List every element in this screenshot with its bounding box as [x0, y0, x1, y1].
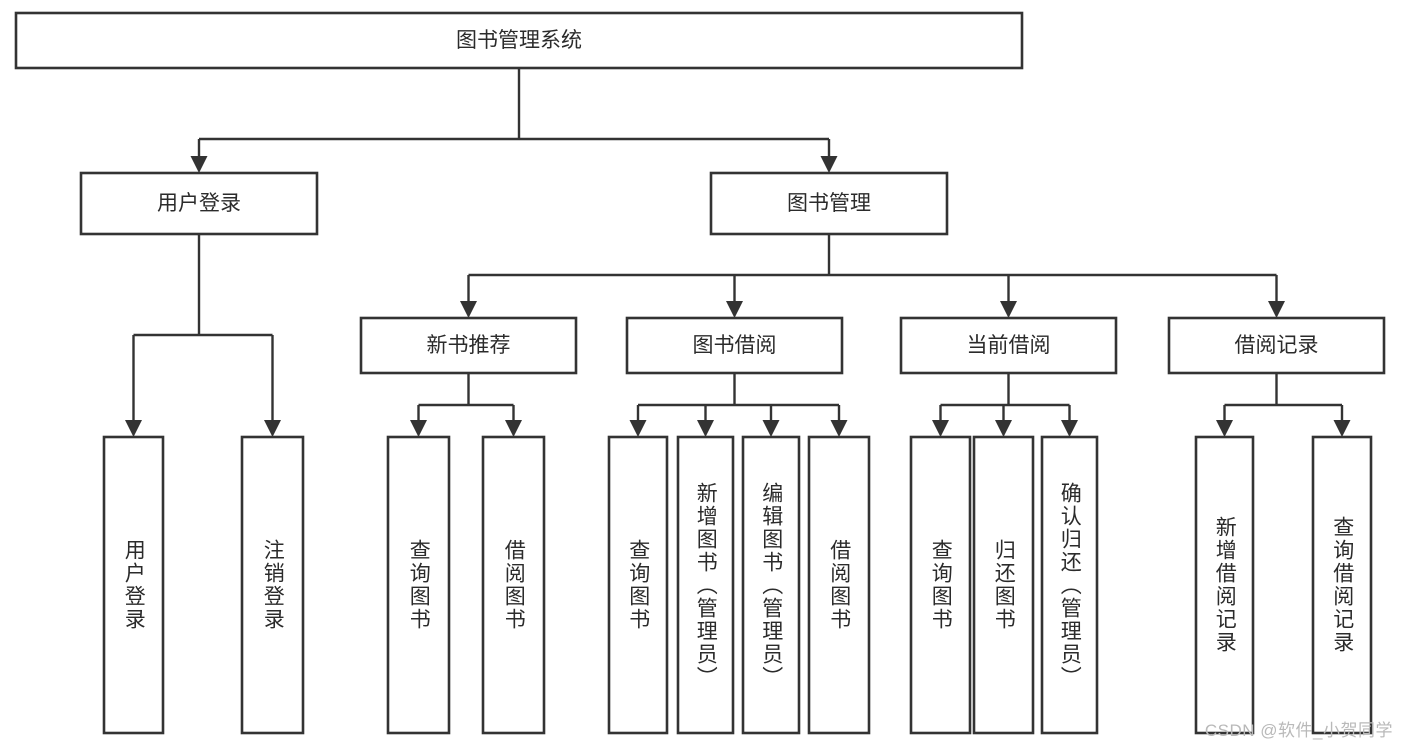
level3-1-to-leaves-arrow-icon-3 — [830, 420, 848, 437]
node-label-leaf-0: 用户登录 — [122, 539, 146, 631]
books-to-level3-arrow-icon-0 — [460, 301, 477, 318]
node-box-leaf-9[interactable] — [972, 435, 1035, 735]
node-label-level2-0: 用户登录 — [157, 192, 241, 215]
login-to-leaves-arrow-icon-1 — [264, 420, 281, 437]
node-box-level2-1[interactable] — [709, 171, 949, 236]
books-to-level3-arrow-icon-1 — [726, 301, 743, 318]
level3-1-to-leaves-arrow-icon-0 — [629, 420, 647, 437]
node-box-leaf-8[interactable] — [909, 435, 972, 735]
node-box-leaf-7[interactable] — [807, 435, 871, 735]
node-label-level3-1: 图书借阅 — [693, 334, 777, 357]
node-box-leaf-6[interactable] — [741, 435, 801, 735]
node-box-leaf-12[interactable] — [1311, 435, 1373, 735]
node-label-level2-1: 图书管理 — [787, 192, 871, 215]
node-box-leaf-0[interactable] — [102, 435, 165, 735]
node-box-leaf-5[interactable] — [676, 435, 735, 735]
node-label-leaf-3: 借阅图书 — [502, 539, 526, 631]
node-box-leaf-4[interactable] — [607, 435, 669, 735]
books-to-level3-arrow-icon-3 — [1268, 301, 1285, 318]
level3-3-to-leaves-arrow-icon-1 — [1333, 420, 1351, 437]
node-box-leaf-3[interactable] — [481, 435, 546, 735]
node-box-leaf-10[interactable] — [1040, 435, 1099, 735]
level3-0-to-leaves-arrow-icon-1 — [505, 420, 522, 437]
node-label-leaf-1: 注销登录 — [261, 539, 285, 631]
node-label-root: 图书管理系统 — [456, 29, 582, 52]
node-label-leaf-11: 新增借阅记录 — [1213, 516, 1237, 654]
node-label-leaf-5: 新增图书（管理员） — [694, 481, 718, 689]
node-box-level3-1[interactable] — [625, 316, 844, 375]
root-to-level2-arrow-icon-1 — [820, 156, 838, 173]
node-box-leaf-11[interactable] — [1194, 435, 1255, 735]
node-label-leaf-8: 查询图书 — [929, 539, 953, 631]
level3-0-to-leaves-arrow-icon-0 — [410, 420, 427, 437]
level3-2-to-leaves-arrow-icon-2 — [1061, 420, 1078, 437]
node-label-leaf-2: 查询图书 — [407, 539, 431, 631]
node-label-level3-0: 新书推荐 — [427, 334, 511, 357]
node-label-level3-2: 当前借阅 — [967, 334, 1051, 357]
node-label-leaf-7: 借阅图书 — [827, 539, 851, 631]
level3-1-to-leaves-arrow-icon-2 — [762, 420, 780, 437]
level3-3-to-leaves-arrow-icon-0 — [1216, 420, 1233, 437]
node-label-leaf-10: 确认归还（管理员） — [1058, 481, 1082, 689]
level3-1-to-leaves-arrow-icon-1 — [697, 420, 714, 437]
root-to-level2-arrow-icon-0 — [190, 156, 208, 173]
level3-2-to-leaves-arrow-icon-0 — [932, 420, 949, 437]
node-label-leaf-9: 归还图书 — [992, 539, 1016, 631]
node-label-leaf-4: 查询图书 — [626, 539, 650, 631]
node-box-root[interactable] — [14, 11, 1024, 70]
node-boxes-layer — [14, 11, 1386, 735]
node-box-level3-2[interactable] — [899, 316, 1118, 375]
login-to-leaves-arrow-icon-0 — [125, 420, 142, 437]
node-box-level3-3[interactable] — [1167, 316, 1386, 375]
node-box-leaf-2[interactable] — [386, 435, 451, 735]
books-to-level3-arrow-icon-2 — [1000, 301, 1017, 318]
node-label-level3-3: 借阅记录 — [1235, 334, 1319, 357]
connector-edges-layer — [125, 68, 1351, 437]
node-box-leaf-1[interactable] — [240, 435, 305, 735]
level3-2-to-leaves-arrow-icon-1 — [995, 420, 1012, 437]
node-box-level2-0[interactable] — [79, 171, 319, 236]
node-label-leaf-12: 查询借阅记录 — [1330, 516, 1354, 654]
node-box-level3-0[interactable] — [359, 316, 578, 375]
node-label-leaf-6: 编辑图书（管理员） — [759, 481, 783, 689]
